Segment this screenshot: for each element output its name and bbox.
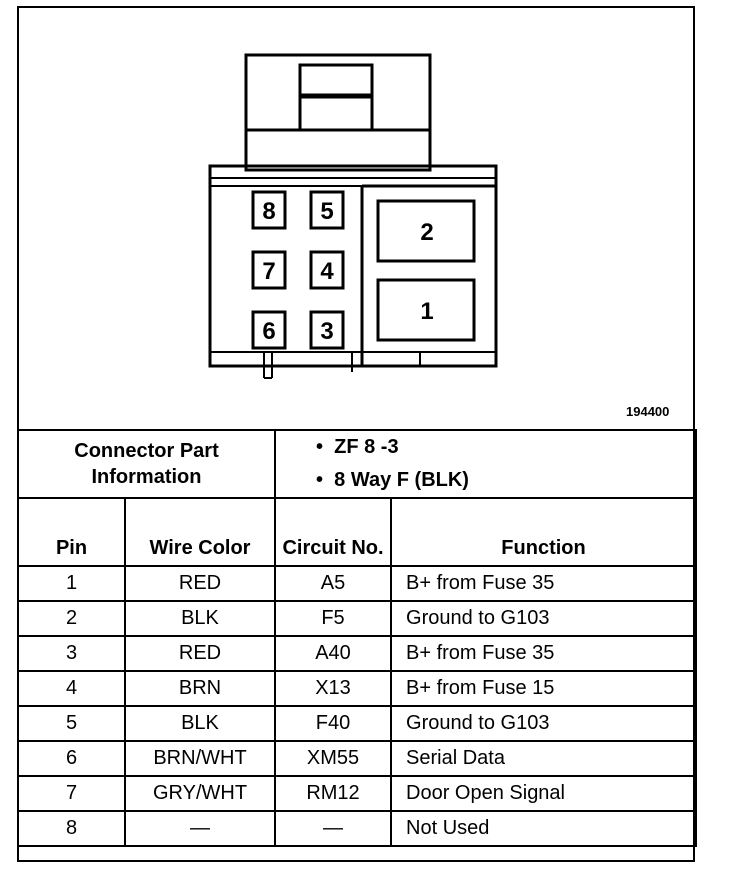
- pin-label: 3: [320, 318, 333, 345]
- header-function: Function: [390, 497, 698, 567]
- connector-info-list: • ZF 8 -3 • 8 Way F (BLK): [274, 429, 698, 499]
- connector-table: Connector Part Information • ZF 8 -3 • 8…: [16, 429, 698, 847]
- pin-cavity-7: [251, 250, 287, 290]
- pin-label: 8: [262, 198, 275, 225]
- table-row: 2 BLK F5 Ground to G103: [17, 600, 698, 637]
- pin-label: 4: [320, 258, 334, 285]
- table-row: 6 BRN/WHT XM55 Serial Data: [17, 740, 698, 777]
- connector-info-row: Connector Part Information • ZF 8 -3 • 8…: [16, 429, 698, 499]
- pin-cavity-6: [251, 310, 287, 350]
- table-row: 7 GRY/WHT RM12 Door Open Signal: [17, 775, 698, 812]
- pin-label: 7: [262, 258, 275, 285]
- connector-info-item: • 8 Way F (BLK): [316, 469, 469, 491]
- header-wire-color: Wire Color: [123, 497, 277, 567]
- connector-latch: [244, 53, 432, 172]
- pin-cavity-5: [309, 190, 345, 230]
- table-row: 8 — — Not Used: [17, 810, 698, 847]
- pin-cavity-2: [376, 199, 476, 263]
- connector-info-item: • ZF 8 -3: [316, 436, 399, 458]
- figure-id: 194400: [626, 404, 670, 419]
- pin-label: 1: [420, 298, 433, 325]
- pin-label: 5: [320, 198, 333, 225]
- header-pin: Pin: [17, 497, 126, 567]
- table-row: 4 BRN X13 B+ from Fuse 15: [17, 670, 698, 707]
- pin-cavity-4: [309, 250, 345, 290]
- pin-cavity-1: [376, 278, 476, 342]
- connector-info-label: Connector Part Information: [16, 429, 277, 499]
- pin-label: 6: [262, 318, 275, 345]
- pin-label: 2: [420, 219, 433, 246]
- table-row: 5 BLK F40 Ground to G103: [17, 705, 698, 742]
- table-header-row: Pin Wire Color Circuit No. Function: [17, 497, 698, 567]
- table-row: 1 RED A5 B+ from Fuse 35: [17, 565, 698, 602]
- connector-diagram: 8 5 7 4 6 3 2 1: [208, 53, 498, 379]
- pin-cavity-3: [309, 310, 345, 350]
- header-circuit-no: Circuit No.: [274, 497, 393, 567]
- table-row: 3 RED A40 B+ from Fuse 35: [17, 635, 698, 672]
- pin-cavity-8: [251, 190, 287, 230]
